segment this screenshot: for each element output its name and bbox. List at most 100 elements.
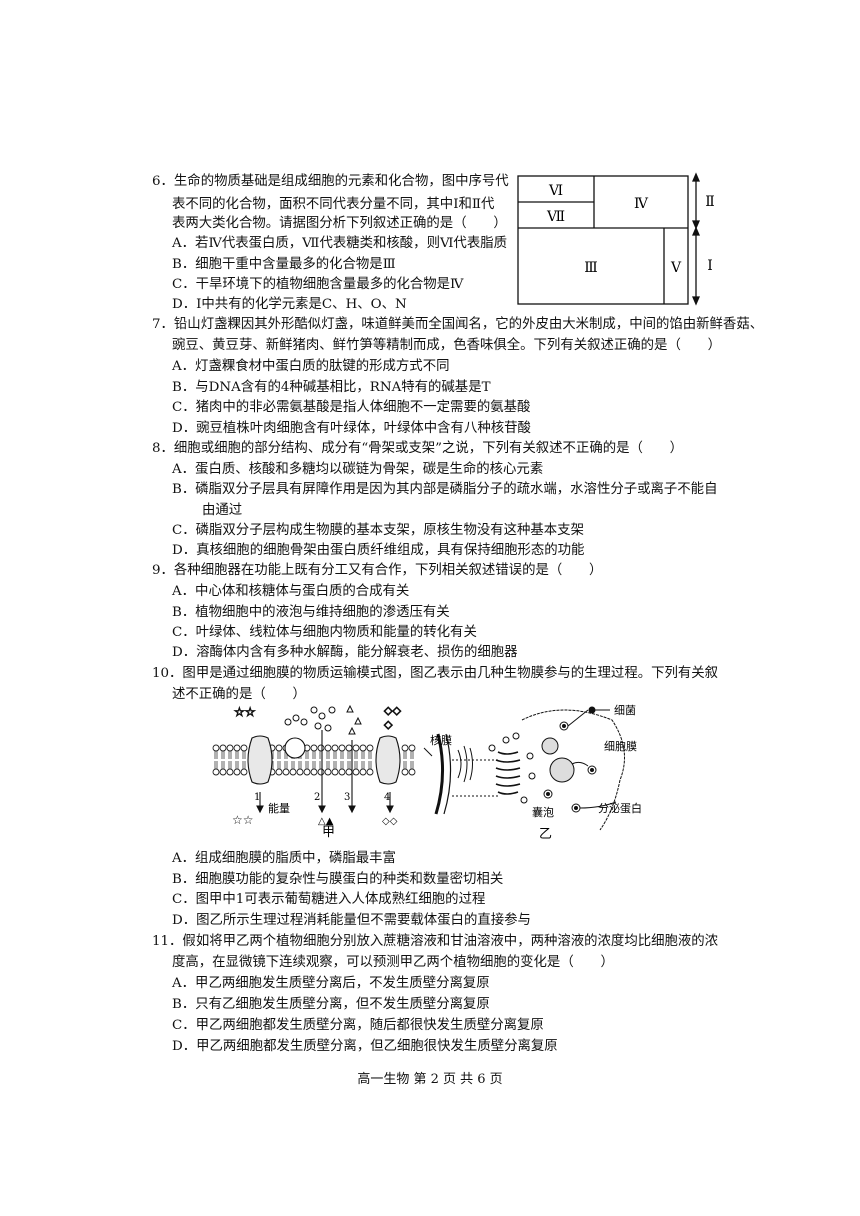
label-V: Ⅴ <box>670 260 682 276</box>
lipid-head <box>359 744 367 752</box>
lipid-head <box>296 768 304 776</box>
q10-stem-1: 10．图甲是通过细胞膜的物质运输模式图，图乙表示由几种生物膜参与的生理过程。下列… <box>152 666 719 681</box>
q11-option-d: D．甲乙两细胞都发生质壁分离，但乙细胞很快发生质壁分离复原 <box>172 1039 558 1054</box>
lipid-tail <box>368 761 372 769</box>
lipid-tail <box>340 761 344 769</box>
lipid-tail <box>214 751 218 759</box>
lipid-head <box>345 768 353 776</box>
lipid-tail <box>347 751 351 759</box>
lipid-head <box>401 744 409 752</box>
q9-option-d: D．溶酶体内含有多种水解酶，能分解衰老、损伤的细胞器 <box>172 645 518 660</box>
lipid-tail <box>333 751 337 759</box>
diamond-molecules-bottom: ◇◇ <box>382 816 398 827</box>
q9-stem-1: 9．各种细胞器在功能上既有分工又有合作，下列相关叙述错误的是（ ） <box>152 563 603 578</box>
q9-option-a: A．中心体和核糖体与蛋白质的合成有关 <box>172 584 410 599</box>
lipid-head <box>338 768 346 776</box>
num-1: 1 <box>254 792 260 803</box>
energy-label: 能量 <box>268 801 290 815</box>
lipid-tail <box>235 761 239 769</box>
lipid-head <box>275 744 283 752</box>
lipid-head <box>233 768 241 776</box>
lipid-tail <box>221 751 225 759</box>
lipid-head <box>352 744 360 752</box>
q6-stem-2: 表不同的化合物，面积不同代表分量不同，其中Ⅰ和Ⅱ代 <box>172 197 495 212</box>
q10-figure: ☆☆ ◇◇ ◇ 1 2 3 4 能量 ☆☆ △▲ ◇◇ 甲 <box>212 704 642 840</box>
lipid-head <box>240 768 248 776</box>
q6-option-c: C．干旱环境下的植物细胞含量最多的化合物是Ⅳ <box>172 277 464 292</box>
q10-option-a: A．组成细胞膜的脂质中，磷脂最丰富 <box>172 851 396 866</box>
q6-stem-1: 6．生命的物质基础是组成细胞的元素和化合物，图中序号代 <box>152 174 509 189</box>
q9-option-b: B．植物细胞中的液泡与维持细胞的渗透压有关 <box>172 605 450 620</box>
figure-jia-label: 甲 <box>322 825 335 840</box>
q7-stem-1: 7．铅山灯盏粿因其外形酷似灯盏，味道鲜美而全国闻名，它的外皮由大米制成，中间的馅… <box>152 317 764 332</box>
lipid-tail <box>312 761 316 769</box>
q8-option-d: D．真核细胞的细胞骨架由蛋白质纤维组成，具有保持细胞形态的功能 <box>172 543 585 558</box>
q11-option-a: A．甲乙两细胞发生质壁分离后，不发生质壁分离复原 <box>172 976 490 991</box>
lipid-tail <box>326 761 330 769</box>
lipid-tail <box>305 751 309 759</box>
star-molecules-bottom: ☆☆ <box>232 813 254 827</box>
lipid-tail <box>368 751 372 759</box>
label-IV: Ⅳ <box>634 196 649 212</box>
lipid-tail <box>284 761 288 769</box>
q7-option-d: D．豌豆植株叶肉细胞含有叶绿体，叶绿体中含有八种核苷酸 <box>172 421 531 436</box>
lipid-head <box>331 744 339 752</box>
lipid-tail <box>312 751 316 759</box>
lipid-head <box>310 768 318 776</box>
lipid-head <box>324 744 332 752</box>
lipid-head <box>226 768 234 776</box>
diagram-outer-box <box>517 175 689 305</box>
q6-stem-3: 表两大类化合物。请据图分析下列叙述正确的是（ ） <box>172 216 507 231</box>
lipid-head <box>401 768 409 776</box>
diamond-molecules-top: ◇◇ <box>384 704 401 717</box>
num-4: 4 <box>384 792 390 803</box>
lipid-head <box>317 768 325 776</box>
lipid-tail <box>340 751 344 759</box>
q8-option-a: A．蛋白质、核酸和多糖均以碳链为骨架，碳是生命的核心元素 <box>172 462 544 477</box>
lipid-head <box>226 744 234 752</box>
q6-option-b: B．细胞干重中含量最多的化合物是Ⅲ <box>172 257 396 272</box>
secreted-protein-label: 分泌蛋白 <box>598 801 642 815</box>
q10-option-d: D．图乙所示生理过程消耗能量但不需要载体蛋白的直接参与 <box>172 913 531 928</box>
lipid-head <box>212 768 220 776</box>
page-footer: 高一生物 第 2 页 共 6 页 <box>357 1072 503 1087</box>
q7-stem-2: 豌豆、黄豆芽、新鲜猪肉、鲜竹笋等精制而成，色香味俱全。下列有关叙述正确的是（ ） <box>172 338 722 353</box>
num-3: 3 <box>344 792 350 803</box>
lipid-tail <box>403 751 407 759</box>
label-I: Ⅰ <box>707 258 713 274</box>
q7-option-c: C．猪肉中的非必需氨基酸是指人体细胞不一定需要的氨基酸 <box>172 400 531 415</box>
q10-option-c: C．图甲中1可表示葡萄糖进入人体成熟红细胞的过程 <box>172 892 486 907</box>
bacteria-label: 细菌 <box>614 704 636 717</box>
lipid-head <box>233 744 241 752</box>
lipid-tail <box>354 751 358 759</box>
q9-option-c: C．叶绿体、线粒体与细胞内物质和能量的转化有关 <box>172 625 477 640</box>
lipid-head <box>366 744 374 752</box>
lipid-head <box>338 744 346 752</box>
q11-option-b: B．只有乙细胞发生质壁分离，但不发生质壁分离复原 <box>172 997 490 1012</box>
label-VI: Ⅵ <box>548 183 563 199</box>
lipid-tail <box>242 761 246 769</box>
svg-text:◇: ◇ <box>384 718 393 731</box>
lipid-head <box>219 768 227 776</box>
lipid-tail <box>291 761 295 769</box>
label-VII: Ⅶ <box>546 209 565 225</box>
lipid-head <box>317 744 325 752</box>
lipid-tail <box>403 761 407 769</box>
q6-option-a: A．若Ⅳ代表蛋白质，Ⅶ代表糖类和核酸，则Ⅵ代表脂质 <box>172 236 507 251</box>
q6-area-diagram: Ⅵ Ⅶ Ⅳ Ⅲ Ⅴ Ⅱ Ⅰ <box>517 172 715 306</box>
q10-stem-2: 述不正确的是（ ） <box>172 687 306 702</box>
lipid-tail <box>326 751 330 759</box>
label-II: Ⅱ <box>705 194 715 210</box>
lipid-head <box>212 744 220 752</box>
lipid-tail <box>221 761 225 769</box>
channel-protein-1 <box>247 735 273 785</box>
lipid-tail <box>305 761 309 769</box>
q7-option-a: A．灯盏粿食材中蛋白质的肽键的形成方式不同 <box>172 359 450 374</box>
carrier-protein <box>284 737 306 759</box>
lipid-tail <box>361 761 365 769</box>
lipid-tail <box>410 761 414 769</box>
q11-stem-1: 11．假如将甲乙两个植物细胞分别放入蔗糖溶液和甘油溶液中，两种溶液的浓度均比细胞… <box>152 934 719 949</box>
q10-option-b: B．细胞膜功能的复杂性与膜蛋白的种类和数量密切相关 <box>172 872 504 887</box>
lipid-head <box>282 768 290 776</box>
